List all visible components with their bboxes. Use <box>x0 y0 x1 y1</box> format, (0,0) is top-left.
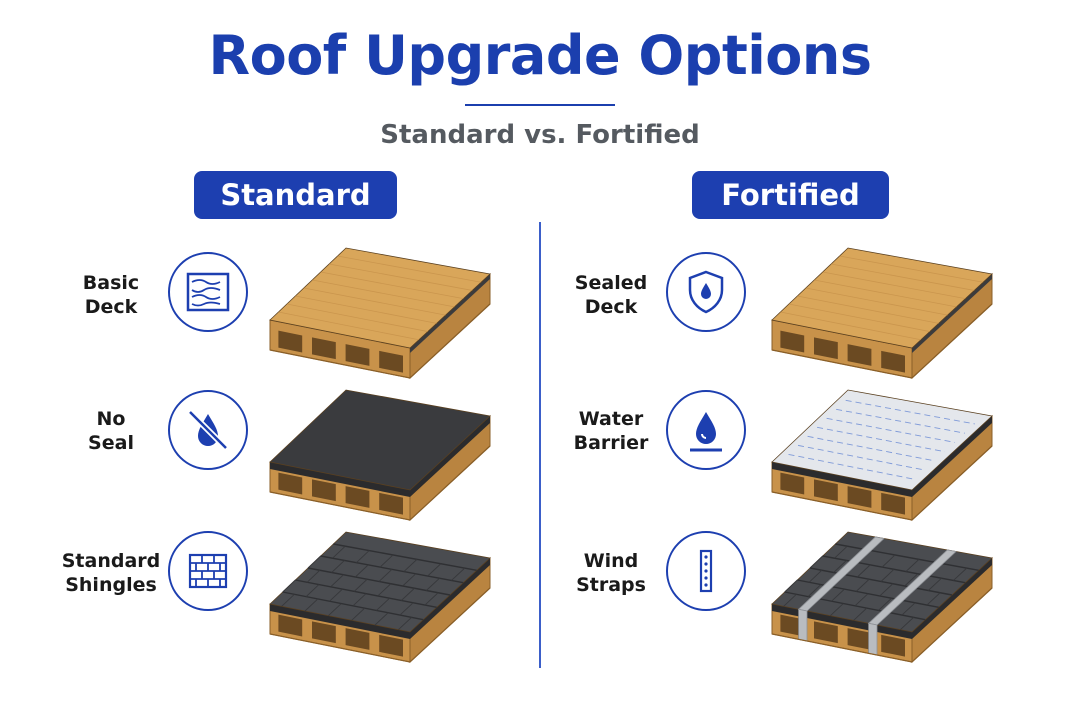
label-line: Basic <box>82 272 140 294</box>
standard-row-no-seal-label: No Seal <box>56 407 166 455</box>
fortified-row-wind-straps-label: Wind Straps <box>556 549 666 597</box>
column-divider <box>539 222 541 668</box>
standard-row-basic-deck-label: Basic Deck <box>56 271 166 319</box>
standard-no-seal-felt-illustration <box>269 389 491 522</box>
standard-shingles-illustration <box>269 531 491 664</box>
fortified-sealed-deck-illustration <box>771 247 993 380</box>
water-drop-icon <box>666 390 746 470</box>
label-line: Seal <box>88 432 134 454</box>
no-water-drop-icon <box>168 390 248 470</box>
label-line: Shingles <box>65 574 157 596</box>
fortified-row-sealed-deck-label: Sealed Deck <box>556 271 666 319</box>
standard-heading-badge: Standard <box>194 171 397 219</box>
fortified-row-water-barrier-label: Water Barrier <box>556 407 666 455</box>
label-line: Standard <box>61 550 161 572</box>
brick-pattern-icon <box>168 531 248 611</box>
label-line: Barrier <box>573 432 649 454</box>
standard-row-standard-shingles-label: Standard Shingles <box>56 549 166 597</box>
standard-basic-deck-illustration <box>269 247 491 380</box>
wood-grain-icon <box>168 252 248 332</box>
title-underline <box>465 104 615 106</box>
label-line: No <box>96 408 126 430</box>
metal-strap-icon <box>666 531 746 611</box>
label-line: Wind <box>583 550 639 572</box>
page-subtitle: Standard vs. Fortified <box>380 120 700 150</box>
page-title: Roof Upgrade Options <box>208 24 872 87</box>
label-line: Deck <box>84 296 138 318</box>
label-line: Sealed <box>574 272 648 294</box>
fortified-wind-straps-illustration <box>771 531 993 664</box>
label-line: Deck <box>584 296 638 318</box>
label-line: Straps <box>576 574 646 596</box>
shield-drop-icon <box>666 252 746 332</box>
label-line: Water <box>578 408 644 430</box>
fortified-heading-badge: Fortified <box>692 171 889 219</box>
fortified-water-barrier-illustration <box>771 389 993 522</box>
